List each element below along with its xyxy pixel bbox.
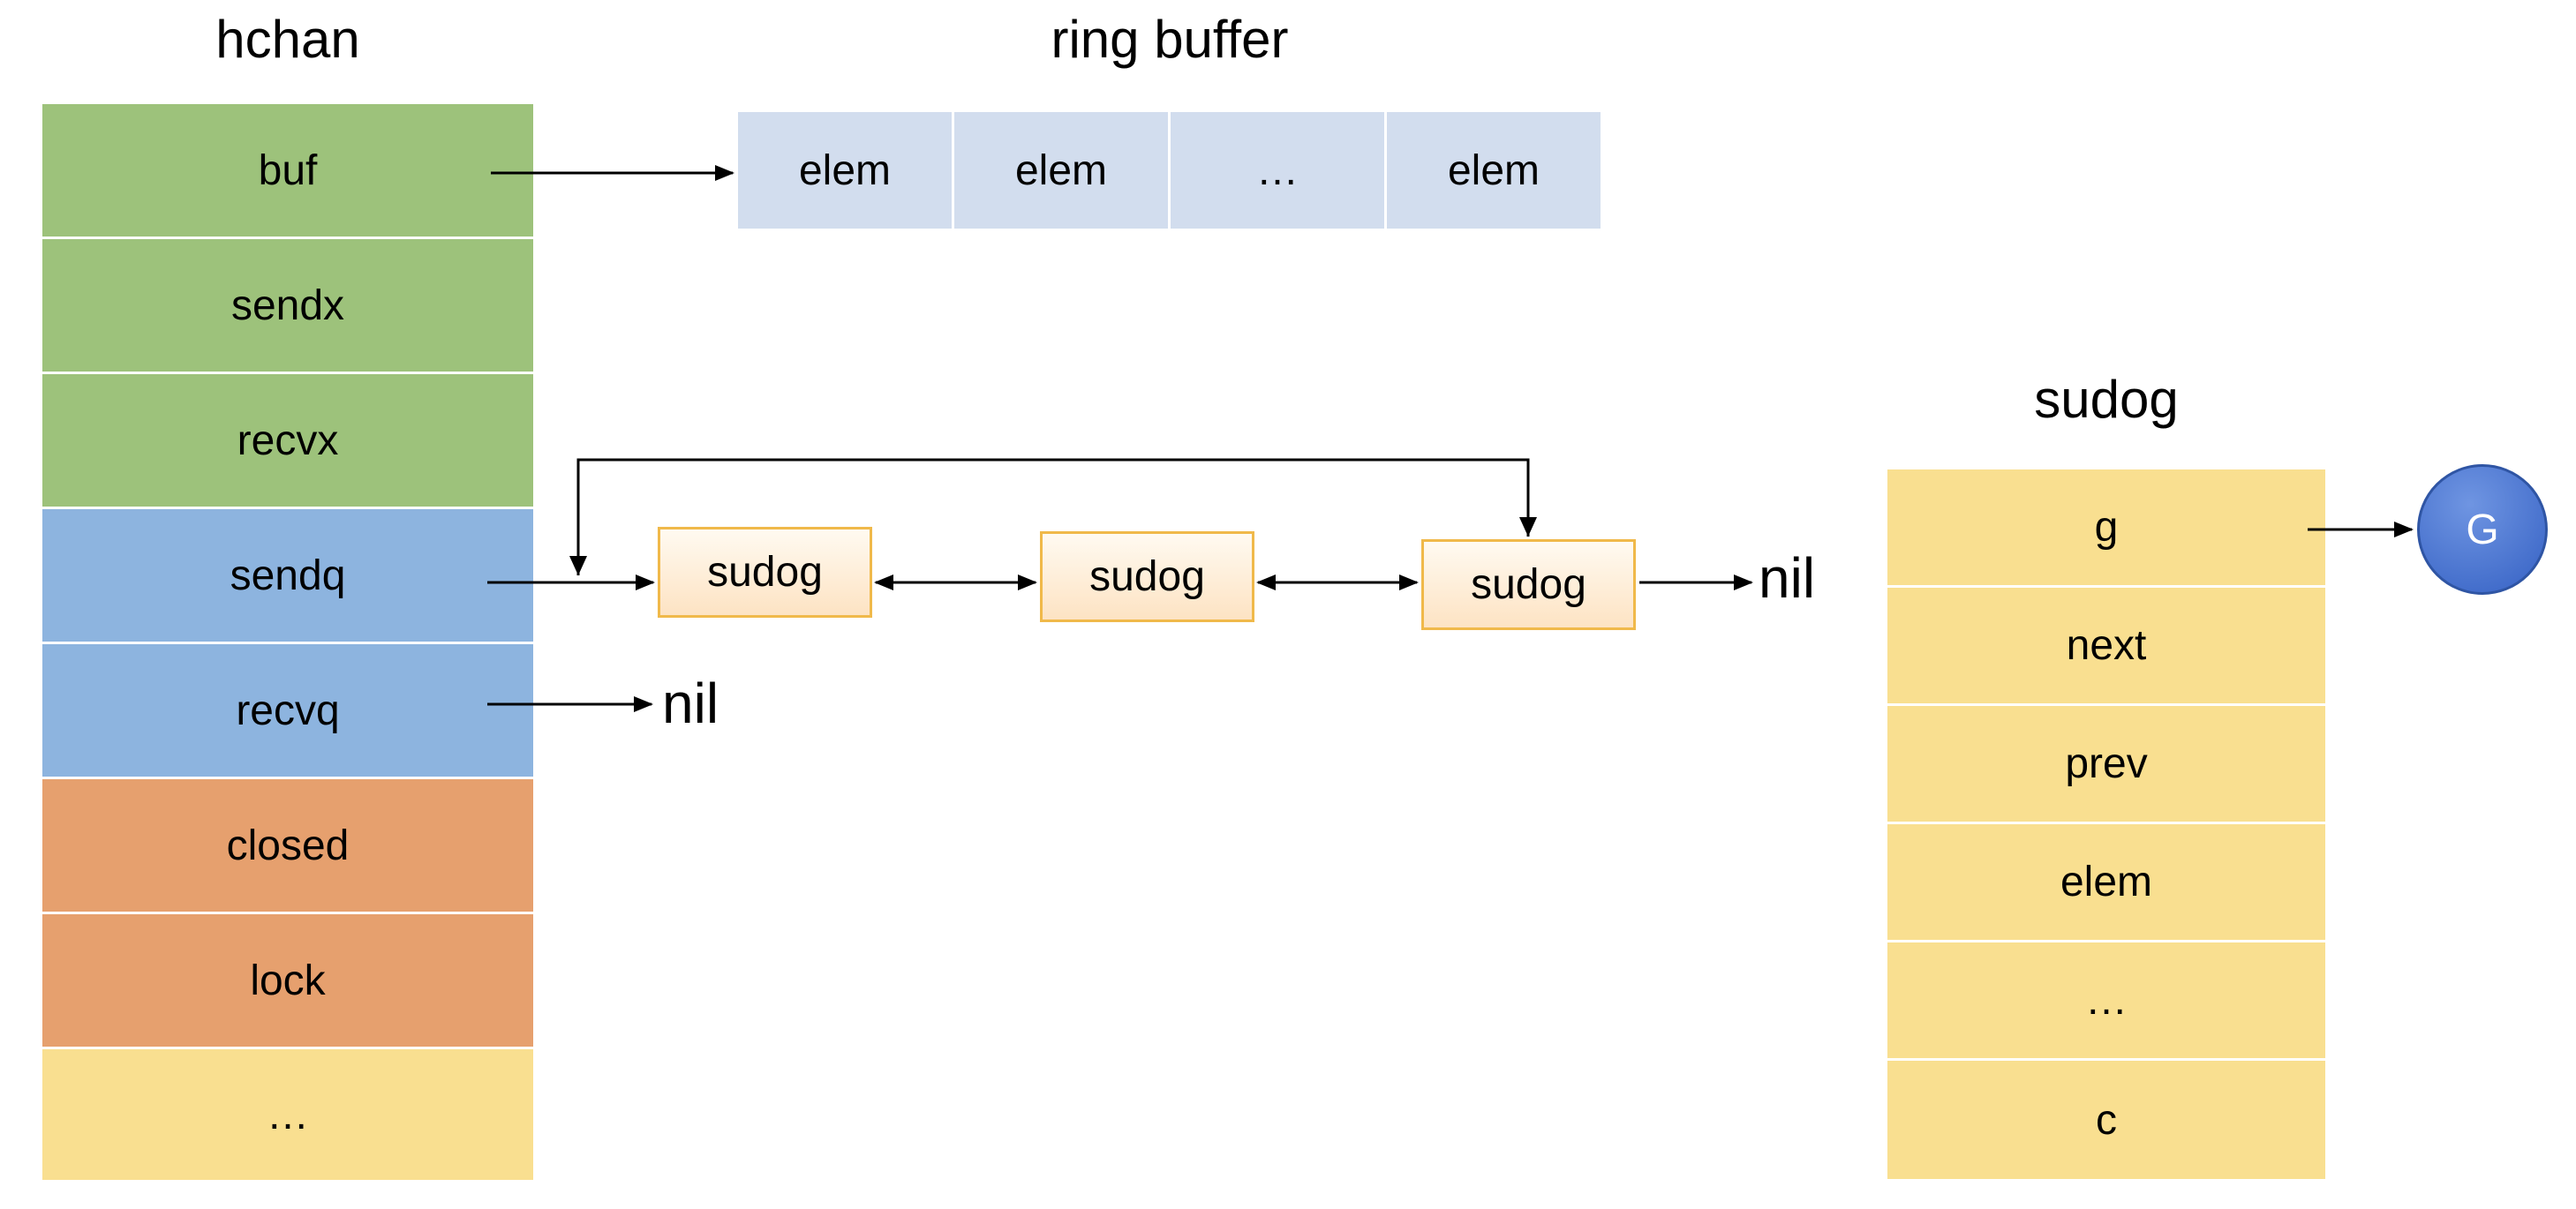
sudog-field-ellipsis: … <box>1887 942 2325 1058</box>
ring-buffer-title: ring buffer <box>1051 10 1289 69</box>
sudog-field-elem: elem <box>1887 824 2325 940</box>
sendq-sudog-node: sudog <box>658 527 872 618</box>
ring-buffer-cell: … <box>1171 112 1384 229</box>
hchan-field-lock: lock <box>42 914 533 1047</box>
sendq-sudog-node: sudog <box>1421 539 1636 630</box>
sudog-loop-arrow <box>576 458 1530 575</box>
ring-buffer-cell: elem <box>738 112 952 229</box>
sendq-sudog-node: sudog <box>1040 531 1254 622</box>
hchan-field-recvx: recvx <box>42 374 533 507</box>
sudog-field-c: c <box>1887 1061 2325 1179</box>
hchan-field-sendq: sendq <box>42 509 533 642</box>
ring-buffer-cell: elem <box>954 112 1168 229</box>
sendq-tail-nil: nil <box>1759 546 1816 610</box>
sudog-field-prev: prev <box>1887 706 2325 822</box>
sudog-title: sudog <box>2034 370 2179 429</box>
sudog-field-next: next <box>1887 588 2325 703</box>
ring-buffer-cell: elem <box>1387 112 1601 229</box>
hchan-title: hchan <box>215 10 360 69</box>
goroutine-circle: G <box>2417 464 2548 595</box>
hchan-field-closed: closed <box>42 779 533 912</box>
hchan-field-ellipsis: … <box>42 1049 533 1180</box>
hchan-field-sendx: sendx <box>42 239 533 372</box>
sudog-field-g: g <box>1887 469 2325 585</box>
hchan-field-recvq: recvq <box>42 644 533 777</box>
recvq-nil: nil <box>662 672 719 735</box>
hchan-field-buf: buf <box>42 104 533 237</box>
